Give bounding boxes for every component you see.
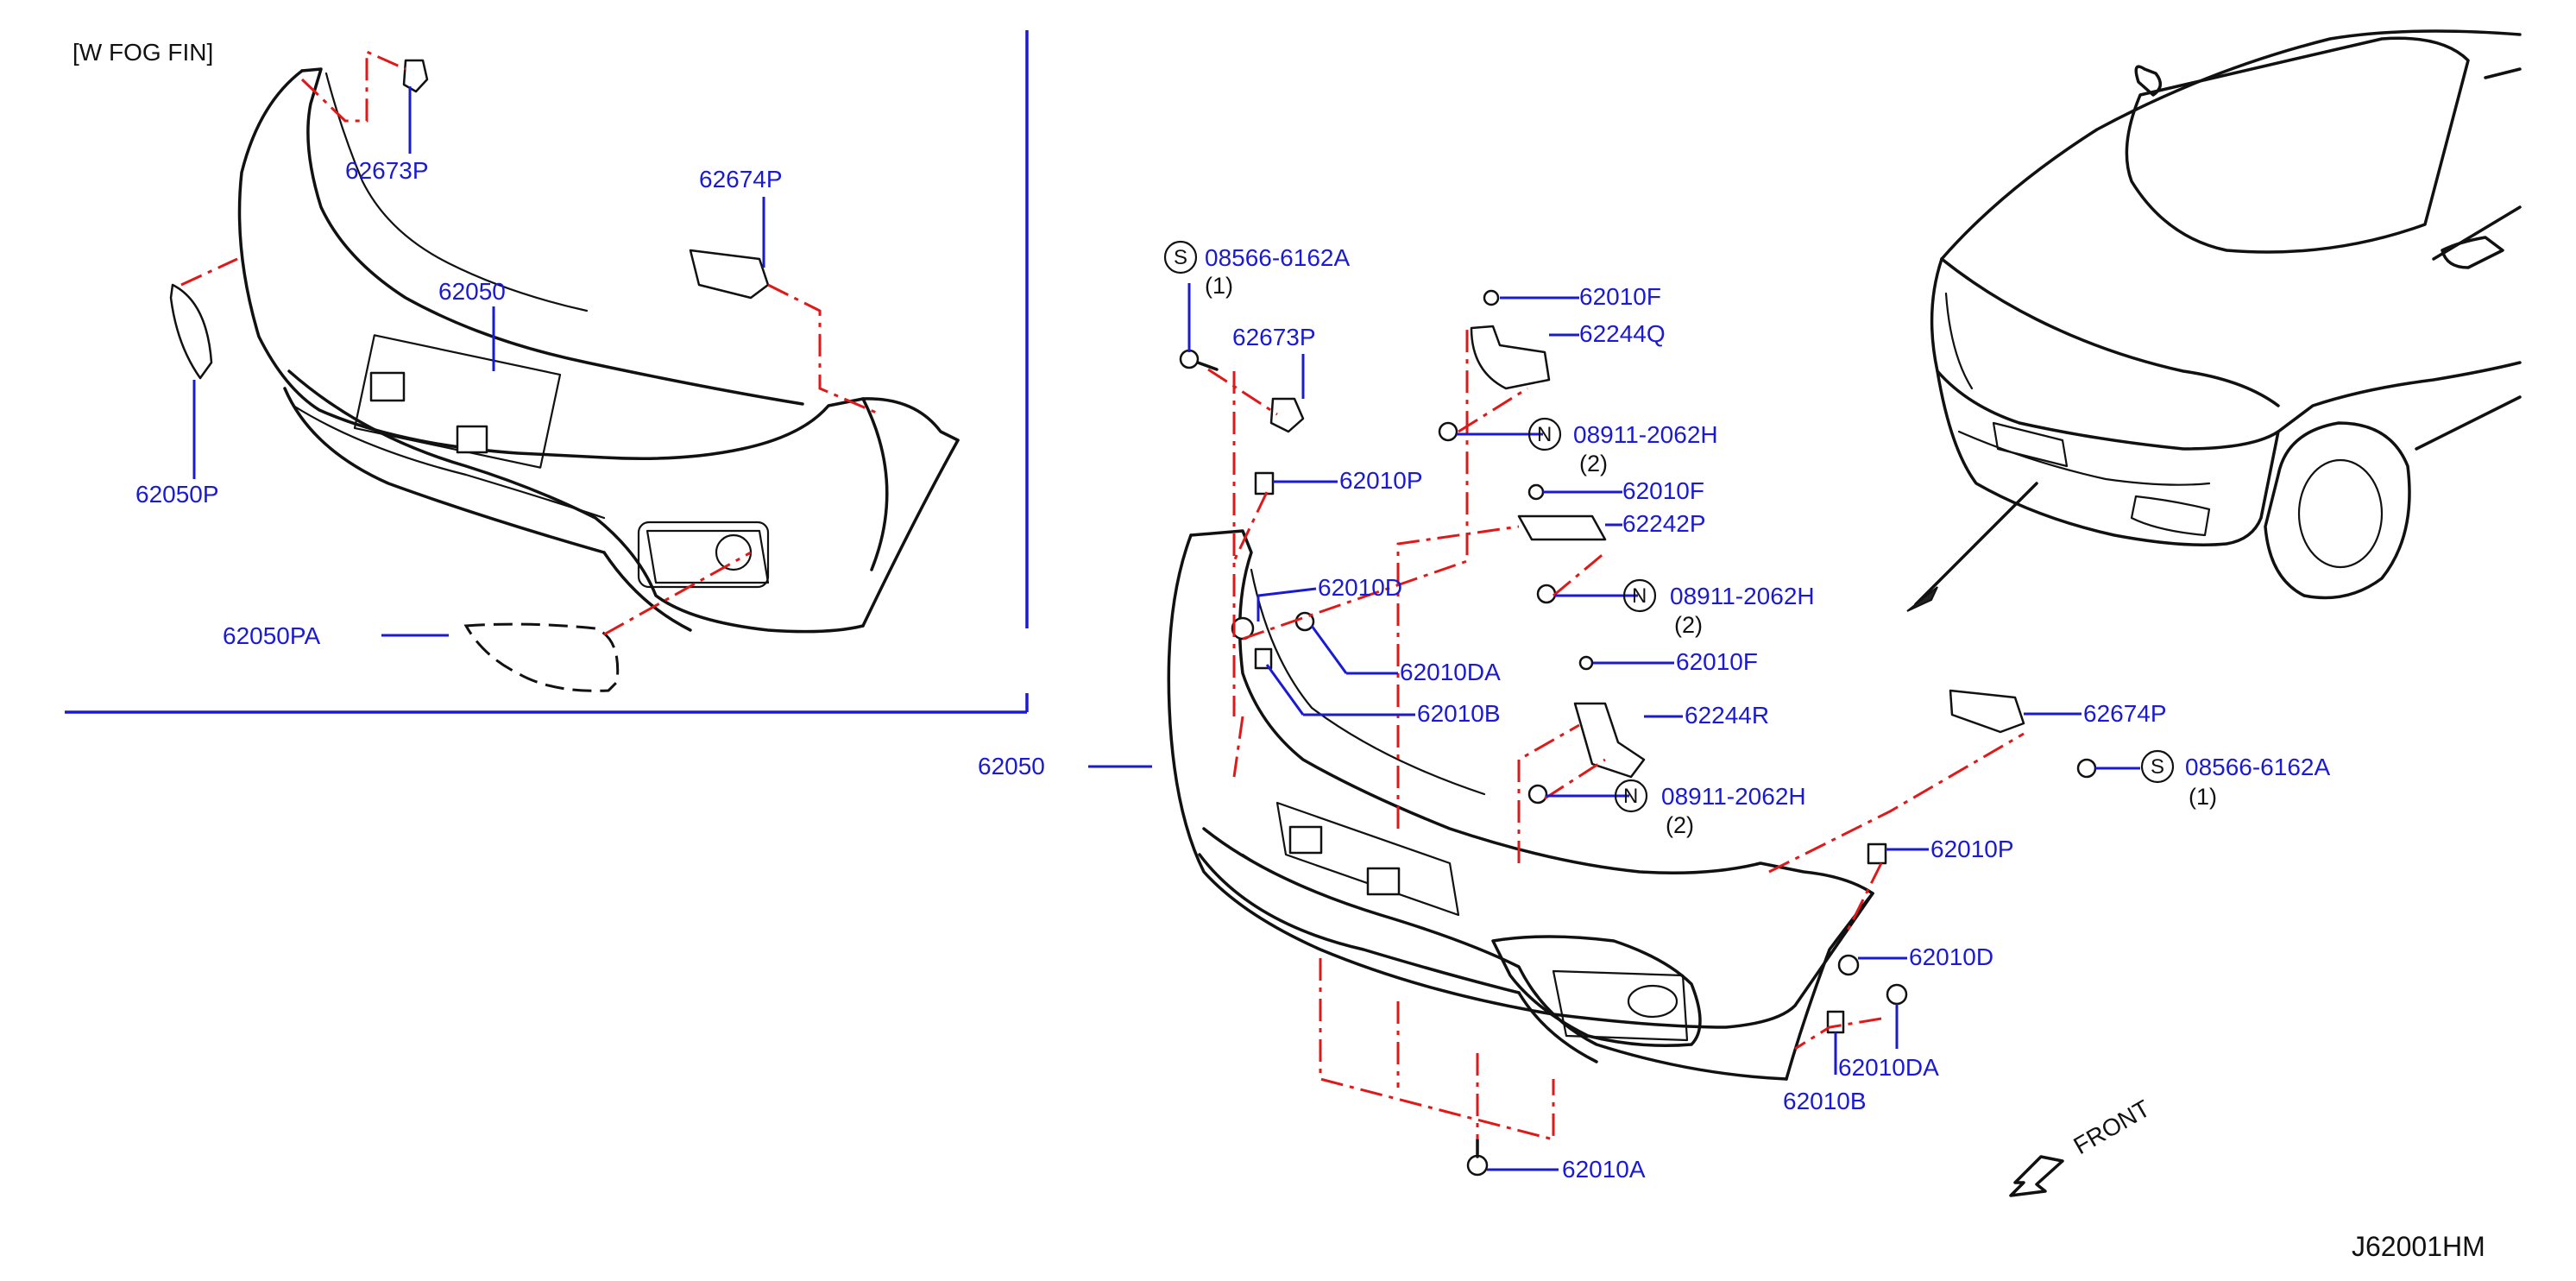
main-bumper-drawing (1167, 529, 1874, 1081)
clip-d-right-part (1837, 954, 1860, 976)
circle-symbol (1614, 779, 1648, 813)
circle-symbol (1527, 417, 1562, 451)
label-62673P[interactable]: 62673P (1232, 324, 1316, 350)
clip-f-mid-part (1527, 483, 1545, 501)
symbol-n: N (1632, 584, 1647, 608)
label-62010A[interactable]: 62010A (1562, 1156, 1646, 1183)
guide-line (300, 49, 406, 123)
qty-label: (2) (1674, 612, 1703, 638)
qty-label: (1) (2189, 784, 2217, 810)
inset-bumper-drawing (237, 67, 960, 634)
label-62010F[interactable]: 62010F (1579, 283, 1661, 310)
nut-2-part (1536, 584, 1557, 604)
label-62010DA[interactable]: 62010DA (1400, 659, 1501, 685)
main-leaders (1088, 283, 2140, 1171)
clip-b-right-part (1826, 1010, 1845, 1034)
inset-label-62050P[interactable]: 62050P (135, 481, 219, 508)
symbol-s: S (1174, 246, 1187, 269)
variant-note: [W FOG FIN] (72, 39, 213, 66)
label-62010P[interactable]: 62010P (1930, 836, 2014, 862)
clip-f-upper-part (1483, 289, 1500, 306)
inset-side-cover-part (169, 283, 213, 380)
bracket-r-part (1573, 702, 1646, 779)
main-guides (1207, 328, 2025, 1141)
inset-label-62674P[interactable]: 62674P (699, 166, 783, 192)
clip-p-left-part (1254, 471, 1275, 495)
circle-symbol (2140, 749, 2175, 784)
label-08566-6162A[interactable]: 08566-6162A (1205, 244, 1350, 271)
label-08566-6162A[interactable]: 08566-6162A (2185, 754, 2330, 780)
label-62010B[interactable]: 62010B (1417, 700, 1501, 727)
qty-label: (1) (1205, 273, 1233, 299)
label-62010P[interactable]: 62010P (1339, 467, 1423, 494)
label-62010B[interactable]: 62010B (1783, 1088, 1867, 1114)
qty-label: (2) (1666, 812, 1694, 838)
front-label: FRONT (2069, 1095, 2155, 1159)
nut-1-part (1438, 421, 1458, 442)
label-62010DA[interactable]: 62010DA (1838, 1054, 1939, 1081)
circle-symbol (1163, 240, 1198, 274)
inset-bracket-right-part (689, 249, 770, 300)
screw-top-left (1179, 349, 1200, 369)
label-62010F[interactable]: 62010F (1676, 648, 1758, 675)
label-62244Q[interactable]: 62244Q (1579, 320, 1666, 347)
bracket-p-part (1517, 514, 1607, 541)
qty-label: (2) (1579, 451, 1608, 476)
label-62242P[interactable]: 62242P (1622, 510, 1706, 537)
guide-line (767, 283, 881, 416)
front-indicator: FRONT (2009, 1095, 2155, 1197)
label-62010D[interactable]: 62010D (1909, 943, 1993, 970)
bracket-q-part (1470, 325, 1551, 390)
guide-line (603, 551, 752, 636)
inset-panel: [W FOG FIN] (65, 30, 1029, 714)
bracket-right-part (1949, 689, 2025, 734)
screw-shank (1196, 361, 1219, 371)
symbol-n: N (1623, 785, 1638, 808)
inset-bracket-left-part (402, 59, 429, 93)
symbol-s: S (2151, 755, 2164, 779)
main-labels: S 08566-6162A (1) 62673P 62010F 62244Q N… (978, 240, 2330, 1183)
nut-3-part (1527, 784, 1548, 805)
circle-symbol (1622, 578, 1657, 613)
inset-fog-finisher-part (463, 622, 620, 692)
inset-label-62050PA[interactable]: 62050PA (223, 622, 320, 649)
bracket-left-part (1269, 397, 1305, 433)
label-08911-2062H[interactable]: 08911-2062H (1661, 783, 1806, 810)
label-62010D[interactable]: 62010D (1318, 574, 1402, 601)
clip-b-left-part (1254, 647, 1273, 670)
clip-p-right-part (1867, 842, 1887, 865)
label-08911-2062H[interactable]: 08911-2062H (1573, 421, 1718, 448)
screw-right-part (2076, 758, 2097, 779)
inset-label-62673P[interactable]: 62673P (345, 157, 429, 184)
diagram-code: J62001HM (2352, 1231, 2485, 1262)
arrow-head (1906, 586, 1938, 612)
symbol-n: N (1537, 423, 1552, 446)
label-62010F[interactable]: 62010F (1622, 477, 1704, 504)
inset-label-62050[interactable]: 62050 (438, 278, 506, 305)
clip-a-part (1466, 1154, 1489, 1177)
label-62244R[interactable]: 62244R (1685, 702, 1769, 729)
guide-line (180, 257, 238, 287)
clip-f-lower-part (1578, 655, 1594, 671)
main-small-parts (1179, 289, 2097, 1177)
label-62674P[interactable]: 62674P (2083, 700, 2167, 727)
vehicle-locator-sketch (1906, 29, 2522, 612)
label-08911-2062H[interactable]: 08911-2062H (1670, 583, 1815, 609)
clip-da-right-part (1886, 983, 1908, 1006)
front-arrow-icon (2009, 1155, 2064, 1197)
label-62050[interactable]: 62050 (978, 753, 1045, 779)
